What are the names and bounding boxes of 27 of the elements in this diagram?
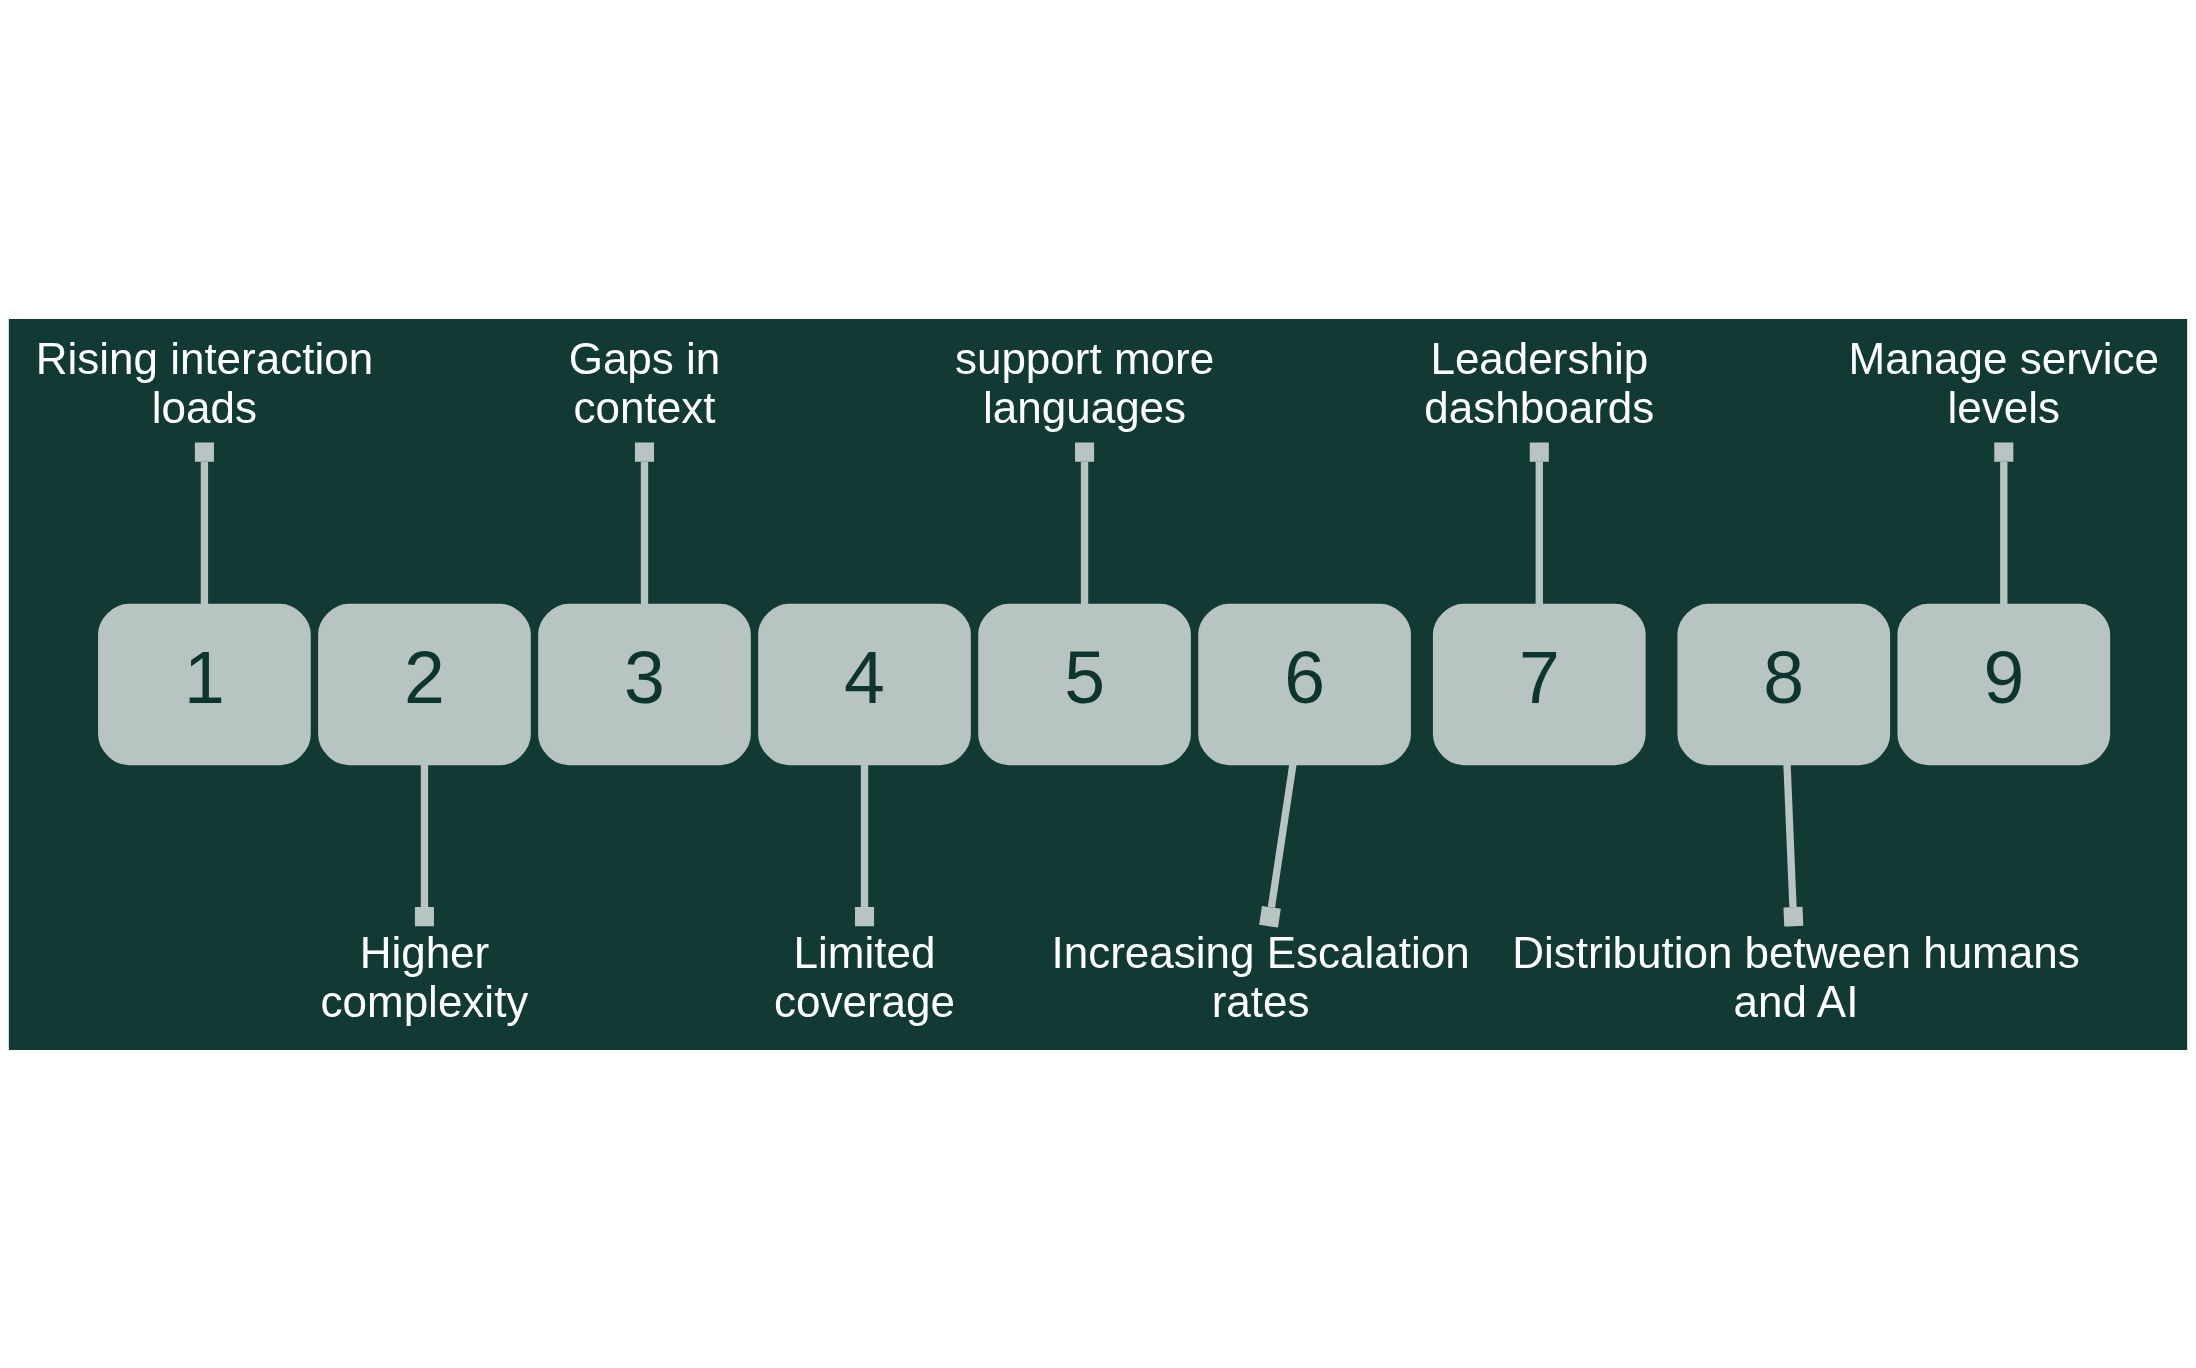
connector [1259,763,1297,928]
node-text: Rising interaction loads [35,333,374,432]
connector [1075,442,1095,605]
connector [634,442,654,605]
node-box: 8 [1677,603,1891,765]
node-text: Gaps in context [568,333,721,432]
connector [1994,442,2014,605]
node-text: Distribution between humans and AI [1512,927,2080,1026]
node-box: 5 [978,603,1191,765]
node-text: Limited coverage [774,927,956,1026]
node-box: 1 [98,603,311,765]
node-box: 7 [1432,603,1646,765]
connector [1529,442,1549,605]
node-text: support more languages [954,333,1215,432]
connector [1783,763,1804,927]
node-text: Leadership dashboards [1424,333,1655,432]
node-box: 9 [1897,603,2111,765]
node-box: 4 [758,603,971,765]
node-box: 3 [538,603,751,765]
node-box: 6 [1198,603,1411,765]
node-text: Manage service levels [1848,333,2160,432]
connector [855,763,875,926]
node-text: Higher complexity [320,927,529,1026]
connector [194,442,214,605]
node-box: 2 [318,603,531,765]
connector [414,763,434,926]
node-text: Increasing Escalation rates [1051,927,1470,1026]
